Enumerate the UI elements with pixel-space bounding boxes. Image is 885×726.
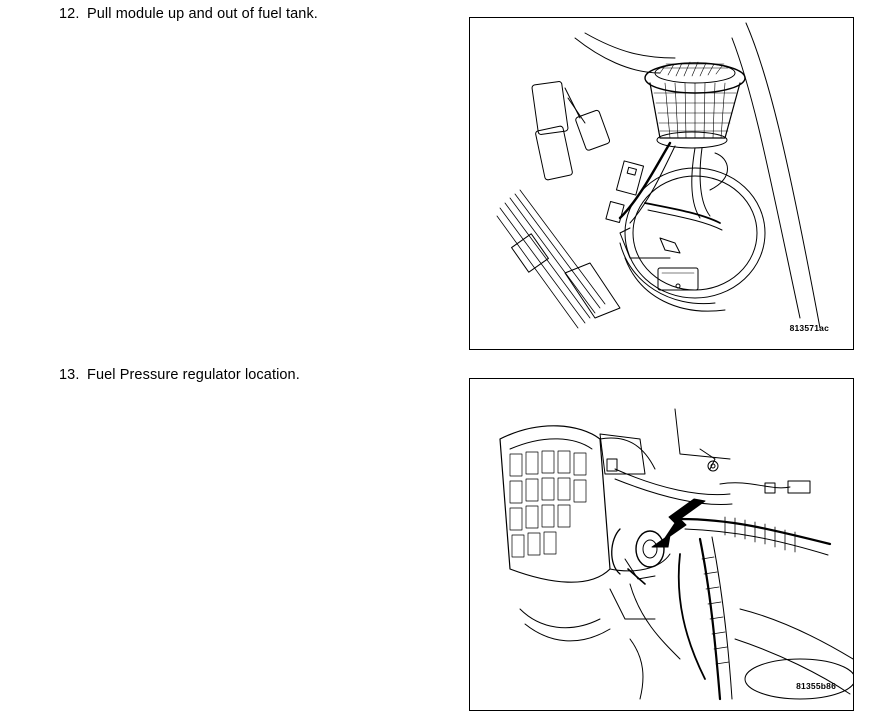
- regulator-location-illustration: [499, 408, 853, 701]
- step-text: Pull module up and out of fuel tank.: [87, 6, 318, 22]
- fuel-module-illustration: [496, 22, 821, 329]
- step-number: 12.: [59, 6, 80, 22]
- figure-fuel-module-removal: 813571ac: [469, 17, 854, 350]
- step-13-instruction: 13. Fuel Pressure regulator location.: [59, 367, 300, 384]
- step-12-instruction: 12. Pull module up and out of fuel tank.: [59, 6, 318, 23]
- figure-code-label: 813571ac: [789, 323, 829, 333]
- step-number: 13.: [59, 367, 80, 383]
- step-text: Fuel Pressure regulator location.: [87, 367, 300, 383]
- figure-code-label: 81355b86: [796, 681, 836, 691]
- figure-fuel-pressure-regulator: 81355b86: [469, 378, 854, 711]
